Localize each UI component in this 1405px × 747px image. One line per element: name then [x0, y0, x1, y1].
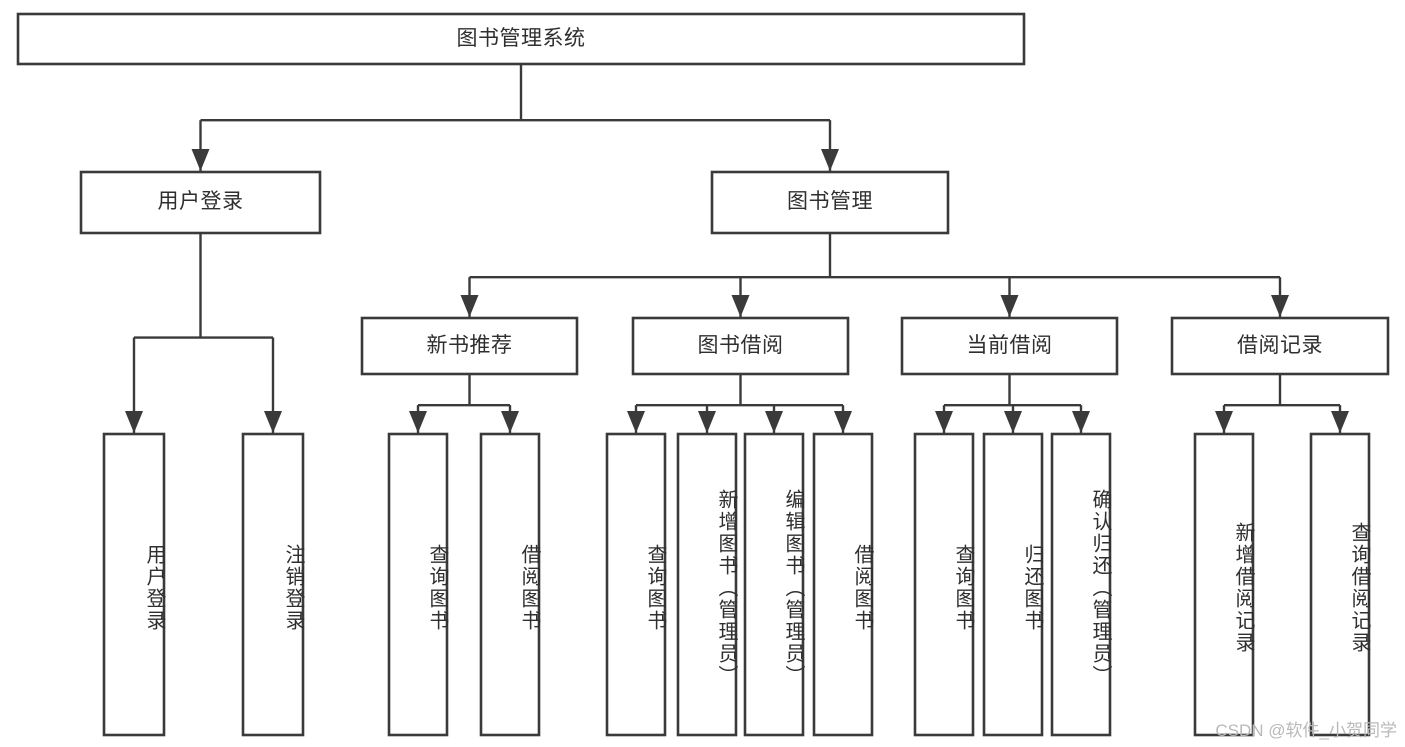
arrow-head-leaf-user-login	[125, 411, 143, 433]
node-leaf-borrow-book-2[interactable]	[812, 432, 874, 737]
node-leaf-query-book-2[interactable]	[605, 432, 667, 737]
node-book-manage[interactable]	[710, 170, 950, 235]
arrow-head-new-book-recommend	[460, 295, 479, 317]
arrow-head-leaf-add-book	[698, 411, 716, 433]
node-current-borrow[interactable]	[900, 316, 1119, 376]
node-leaf-add-record[interactable]	[1193, 432, 1255, 737]
arrow-head-user-login	[191, 149, 210, 171]
arrow-head-leaf-return-book	[1004, 411, 1022, 433]
arrow-head-leaf-query-book-3	[935, 411, 953, 433]
node-new-book-recommend[interactable]	[360, 316, 579, 376]
node-leaf-return-book[interactable]	[982, 432, 1044, 737]
arrow-head-leaf-logout	[264, 411, 282, 433]
node-root-图书管理系统[interactable]	[16, 12, 1026, 66]
node-box-layer	[16, 12, 1390, 737]
node-leaf-query-book-3[interactable]	[913, 432, 975, 737]
node-leaf-query-book-1[interactable]	[387, 432, 449, 737]
arrow-head-leaf-add-record	[1215, 411, 1233, 433]
arrow-head-leaf-edit-book	[765, 411, 783, 433]
arrow-head-leaf-confirm-return	[1072, 411, 1090, 433]
node-user-login[interactable]	[79, 170, 322, 235]
arrow-head-leaf-borrow-book-1	[501, 411, 519, 433]
node-leaf-add-book[interactable]	[676, 432, 738, 737]
node-leaf-query-record[interactable]	[1309, 432, 1371, 737]
connector-layer	[125, 64, 1349, 433]
node-leaf-confirm-return[interactable]	[1050, 432, 1112, 737]
node-leaf-user-login[interactable]	[102, 432, 166, 737]
arrow-head-leaf-query-book-2	[627, 411, 645, 433]
node-borrow-record[interactable]	[1170, 316, 1390, 376]
node-leaf-edit-book[interactable]	[743, 432, 805, 737]
node-leaf-logout[interactable]	[241, 432, 305, 737]
arrow-head-leaf-query-book-1	[409, 411, 427, 433]
arrow-head-book-borrow	[731, 295, 750, 317]
arrow-head-leaf-borrow-book-2	[834, 411, 852, 433]
arrow-head-current-borrow	[1000, 295, 1019, 317]
node-leaf-borrow-book-1[interactable]	[479, 432, 541, 737]
arrow-head-leaf-query-record	[1331, 411, 1349, 433]
arrow-head-book-manage	[821, 149, 839, 171]
node-book-borrow[interactable]	[631, 316, 850, 376]
arrow-head-borrow-record	[1271, 295, 1289, 317]
